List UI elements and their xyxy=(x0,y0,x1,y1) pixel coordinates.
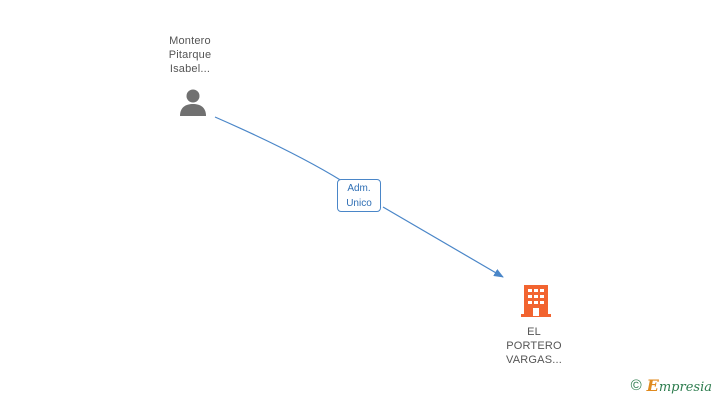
copyright-icon: © xyxy=(630,376,642,394)
person-icon[interactable] xyxy=(178,88,208,118)
person-label-line-1: Montero xyxy=(169,35,211,47)
person-label-line-3: Isabel... xyxy=(169,63,211,75)
brand-initial: E xyxy=(646,375,659,395)
company-label-line-3: VARGAS... xyxy=(506,354,562,366)
person-node-label[interactable]: Montero Pitarque Isabel... xyxy=(140,34,240,76)
company-node-label[interactable]: EL PORTERO VARGAS... xyxy=(484,325,584,367)
role-line-2: Unico xyxy=(346,198,372,209)
company-label-line-1: EL xyxy=(527,326,541,338)
company-label-line-2: PORTERO xyxy=(506,340,562,352)
role-badge[interactable]: Adm. Unico xyxy=(337,179,381,212)
role-line-1: Adm. xyxy=(347,183,371,194)
edge-role-to-company xyxy=(382,206,504,278)
brand-rest: mpresia xyxy=(658,379,712,395)
building-icon[interactable] xyxy=(519,284,553,318)
brand-logo[interactable]: Empresia xyxy=(647,376,712,395)
person-label-line-2: Pitarque xyxy=(168,49,212,61)
edge-person-to-role xyxy=(214,116,343,182)
footer-brand: © Empresia xyxy=(631,374,712,396)
